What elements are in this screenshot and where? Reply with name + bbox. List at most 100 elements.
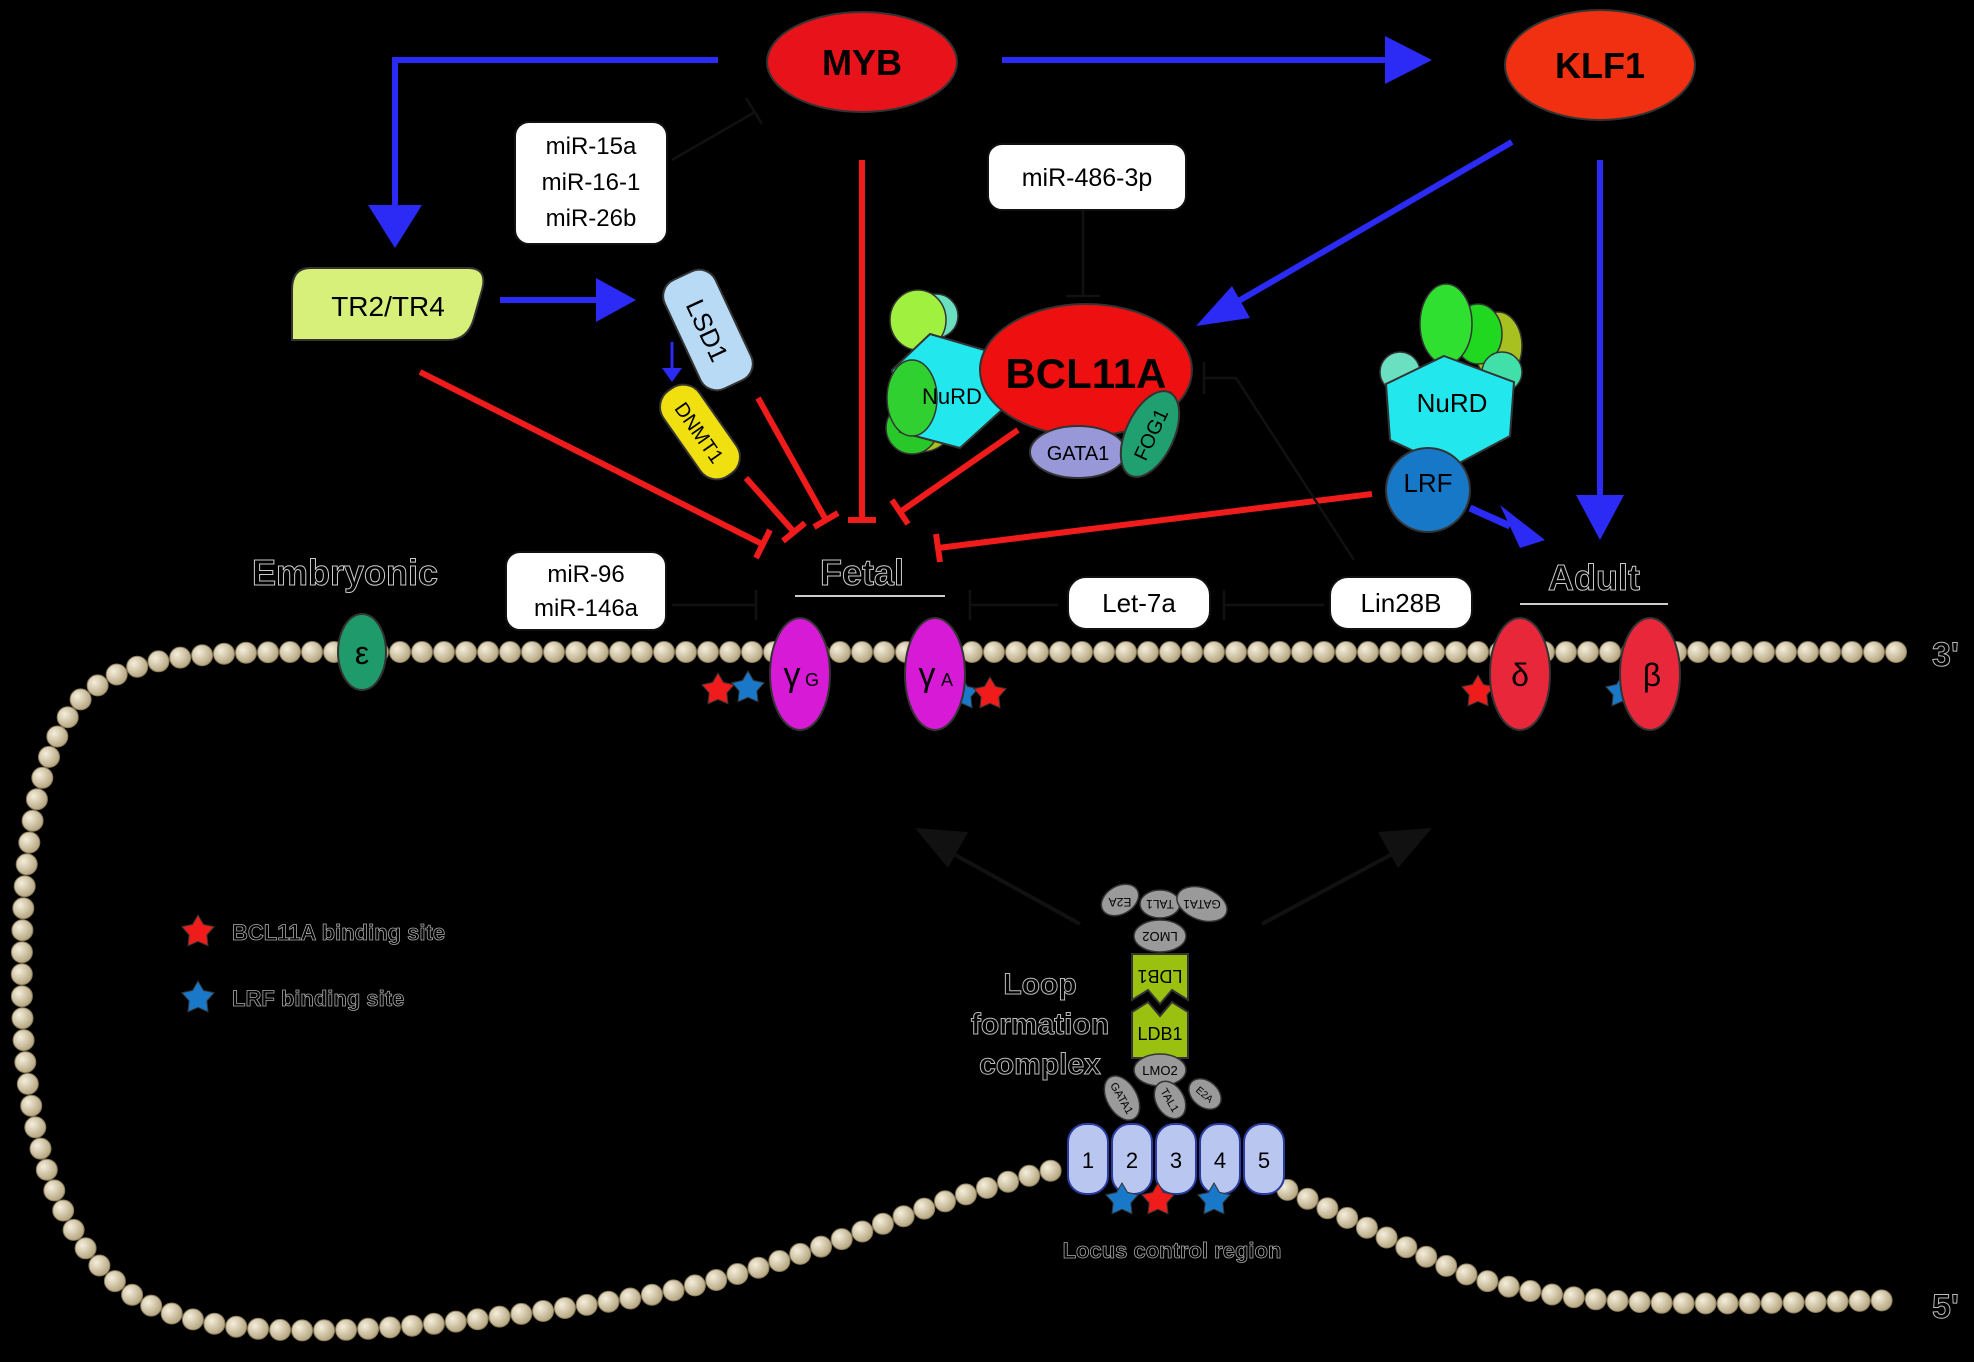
lrf-binding-site — [730, 670, 766, 703]
lin28b-label: Lin28B — [1361, 588, 1442, 618]
loop-arrows — [915, 828, 1432, 926]
five-prime-label: 5' — [1932, 1288, 1959, 1326]
arrowhead — [1196, 286, 1250, 326]
chromatin-bead — [913, 1197, 936, 1220]
ldb1-top — [1131, 953, 1189, 1006]
chromatin-bead — [1395, 1236, 1418, 1259]
chromatin-bead — [1375, 1226, 1398, 1249]
chromatin-bead — [1313, 641, 1335, 663]
bcl11a-binding-site — [700, 672, 736, 705]
hypersensitive-site-label: 3 — [1170, 1148, 1182, 1173]
klf1-label: KLF1 — [1555, 45, 1645, 86]
chromatin-bead — [1269, 641, 1291, 663]
chromatin-bead — [313, 1319, 336, 1342]
gamma-g-label: γ — [784, 656, 801, 694]
chromatin-bead — [510, 1302, 533, 1325]
chromatin-bead — [121, 1283, 144, 1306]
klf1-to-bcl11a-arrow — [1228, 139, 1514, 309]
chromatin-bead — [1731, 641, 1753, 663]
legend-lrf-label: LRF binding site — [232, 986, 404, 1011]
fetal-label: Fetal — [820, 552, 904, 593]
chromatin-bead — [1694, 1292, 1717, 1315]
inhibition-lines — [671, 97, 1356, 620]
e2a-label: E2A — [1109, 895, 1132, 909]
chromatin-bead — [1247, 641, 1269, 663]
bcl11a-site-legend-icon — [180, 914, 216, 947]
lrf-binding-site-icon — [180, 980, 216, 1013]
gamma-g-subscript: G — [805, 670, 819, 690]
chromatin-bead — [1336, 1206, 1359, 1229]
mirna-label: miR-96 — [547, 561, 624, 588]
chromatin-bead — [191, 644, 214, 667]
tr2tr4-node: TR2/TR4 — [291, 267, 485, 341]
chromatin-bead — [16, 1072, 39, 1095]
chromatin-bead — [1819, 641, 1841, 663]
nurd-bcl11a-complex: NuRD BCL11A GATA1 FOG1 — [885, 289, 1193, 479]
lsd1-node: LSD1 — [662, 268, 754, 392]
chromatin-bead — [43, 1179, 66, 1202]
mirna-label: miR-146a — [534, 595, 639, 622]
chromatin-bead — [719, 641, 741, 663]
lin28b-inhibit-bcl11a — [1204, 376, 1356, 561]
chromatin-bead — [1687, 641, 1709, 663]
lrf-repress-fetal — [937, 491, 1373, 551]
tr2tr4-repress-fetal — [418, 369, 764, 547]
chromatin-bead — [10, 941, 33, 964]
chromatin-bead — [203, 1312, 226, 1335]
chromatin-bead — [1519, 1280, 1542, 1302]
chromatin-bead — [597, 1290, 620, 1313]
lsd1-repress-fetal — [755, 396, 829, 522]
lsd1-repress-fetal-bar — [812, 510, 840, 530]
chromatin-bead — [683, 1274, 706, 1297]
bcl11a-binding-site — [1140, 1182, 1176, 1215]
chromatin-bead — [422, 1312, 445, 1335]
lrf-node — [1385, 447, 1471, 533]
chromatin-bead — [235, 641, 257, 664]
chromatin-bead — [20, 1094, 43, 1117]
chromatin-bead — [213, 642, 235, 665]
chromatin-bead — [873, 641, 895, 663]
legend-bcl11a-label: BCL11A binding site — [232, 920, 445, 945]
nurd-label: NuRD — [1417, 388, 1488, 418]
bcl11a-repress-fetal — [898, 427, 1020, 515]
chromatin-bead — [1753, 641, 1775, 663]
chromatin-bead — [619, 1287, 642, 1310]
chromatin-bead — [1606, 1289, 1629, 1312]
chromatin-bead — [1137, 641, 1159, 663]
mirna-label: miR-15a — [546, 133, 637, 160]
chromatin-bead — [1775, 641, 1797, 663]
lrf-repress-fetal-bar — [933, 533, 943, 563]
chromatin-bead — [181, 1308, 204, 1331]
chromatin-bead — [52, 1199, 75, 1222]
chromatin-bead — [1379, 641, 1401, 663]
hypersensitive-site-label: 2 — [1126, 1148, 1138, 1173]
hypersensitive-site-label: 5 — [1258, 1148, 1270, 1173]
chromatin-bead — [1039, 1159, 1062, 1182]
chromatin-bead — [301, 641, 323, 663]
epsilon-label: ε — [355, 635, 369, 671]
hypersensitive-site — [1067, 1123, 1109, 1195]
chromatin-bead — [147, 650, 170, 673]
lrf-binding-site — [1104, 1182, 1140, 1215]
mirna-box-2: miR-486-3p — [987, 143, 1187, 211]
chromatin-bead — [789, 1242, 812, 1265]
chromatin-bead — [257, 641, 279, 664]
chromatin-bead — [401, 1314, 423, 1337]
complex-title-line: complex — [979, 1048, 1101, 1081]
chromatin-bead — [726, 1263, 749, 1285]
hypersensitive-site-label: 4 — [1214, 1148, 1226, 1173]
lrf-site-legend-icon — [180, 980, 216, 1013]
chromatin-bead — [631, 641, 653, 663]
tr2tr4-label: TR2/TR4 — [331, 291, 445, 322]
arrowhead — [368, 205, 422, 248]
chromatin-bead — [38, 745, 60, 768]
beta-gene — [1619, 617, 1681, 731]
chromatin-bead — [411, 641, 433, 663]
chromatin-bead — [1049, 641, 1071, 663]
chromatin-bead — [1291, 641, 1313, 663]
chromatin-bead — [1476, 1270, 1499, 1293]
chromatin-bead — [587, 641, 609, 663]
chromatin-bead — [14, 1051, 37, 1074]
chromatin-bead — [697, 641, 719, 663]
chromatin-bead — [357, 1317, 380, 1340]
